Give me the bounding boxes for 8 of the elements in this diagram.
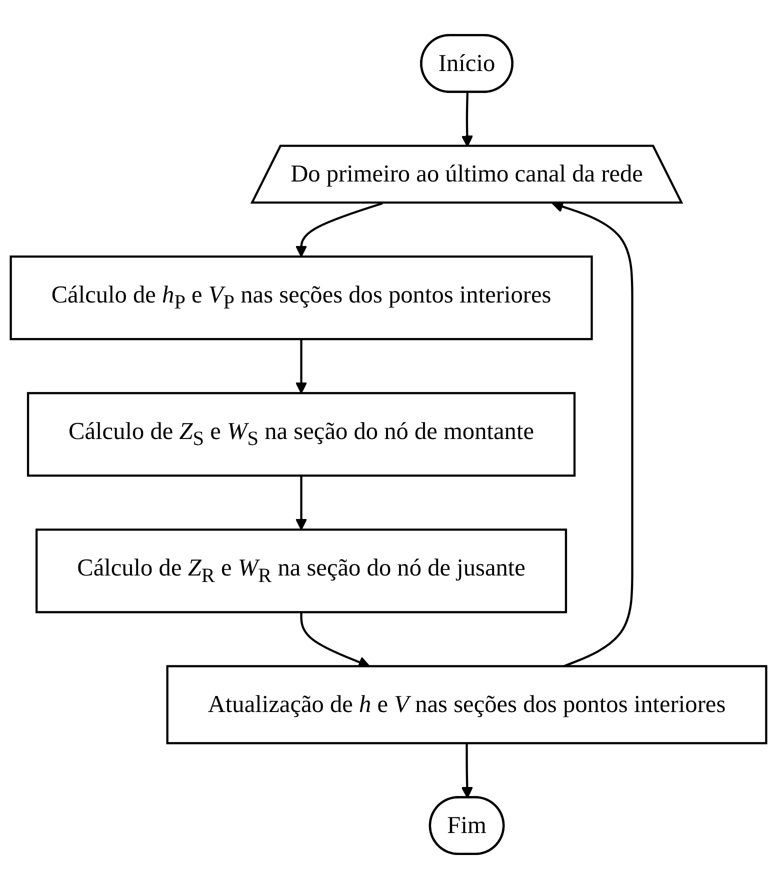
node-box: Cálculo de Z$_{S}$ e W$_{S}$ na seção do nó de montante — [26, 392, 576, 477]
arrow — [295, 339, 308, 394]
arrow — [461, 743, 474, 798]
node-box: Cálculo de h$_{P}$ e V$_{P}$ nas seções dos pontos interiores — [10, 256, 593, 340]
node-box: Cálculo de Z$_{R}$ e W$_{R}$ na seção do nó de jusante — [36, 528, 568, 614]
arrow — [295, 202, 384, 258]
arrow — [295, 476, 308, 530]
node-box: Atualização de h e V nas seções dos pontos interiores — [166, 665, 768, 744]
